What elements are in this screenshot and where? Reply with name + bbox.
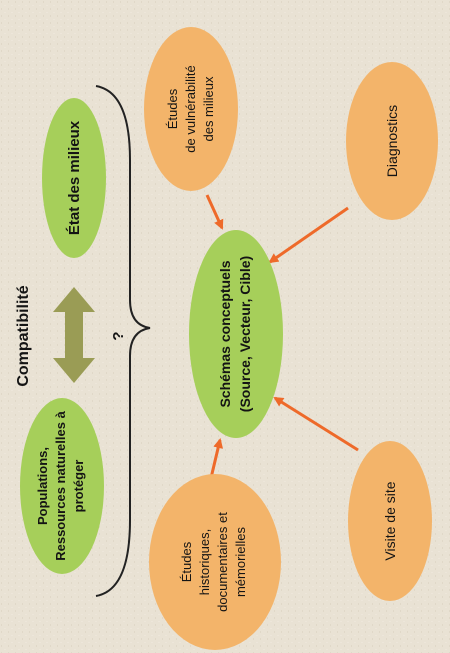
- label-center: Schémas conceptuels (Source, Vecteur, Ci…: [217, 256, 253, 412]
- label-etat-milieux: État des milieux: [66, 120, 83, 235]
- svg-text:Diagnostics: Diagnostics: [384, 105, 400, 177]
- node-diagnostics: [346, 62, 438, 220]
- node-visite-site: [348, 441, 432, 601]
- label-etudes-historiques: Études historiques, documentaires et mém…: [179, 512, 248, 612]
- node-etat-milieux: [42, 98, 106, 258]
- svg-text:des milieux: des milieux: [201, 76, 216, 142]
- node-etudes-historiques: [149, 474, 281, 650]
- svg-text:protéger: protéger: [71, 460, 86, 513]
- label-populations: Populations, Ressources naturelles à pro…: [35, 410, 86, 560]
- svg-text:documentaires et: documentaires et: [215, 512, 230, 612]
- label-question-mark: ?: [110, 331, 127, 340]
- arrow-diagnostics-to-center: [268, 206, 349, 264]
- svg-text:Études: Études: [165, 88, 180, 129]
- label-visite-site: Visite de site: [382, 481, 398, 560]
- node-populations: [20, 398, 104, 574]
- label-etudes-vulnerabilite: Études de vulnérabilité des milieux: [165, 65, 216, 152]
- node-etudes-vulnerabilite: [144, 27, 238, 191]
- svg-text:historiques,: historiques,: [197, 529, 212, 595]
- label-compatibilite: Compatibilité: [15, 285, 32, 386]
- compatibility-double-arrow: [53, 287, 95, 383]
- svg-text:Visite de site: Visite de site: [382, 481, 398, 560]
- svg-text:?: ?: [110, 331, 127, 340]
- arrow-vulnerabilite-to-center: [205, 194, 224, 230]
- svg-text:État des milieux: État des milieux: [66, 120, 83, 235]
- svg-text:mémorielles: mémorielles: [233, 526, 248, 597]
- svg-text:(Source, Vecteur, Cible): (Source, Vecteur, Cible): [237, 256, 253, 412]
- label-diagnostics: Diagnostics: [384, 105, 400, 177]
- svg-text:Compatibilité: Compatibilité: [15, 285, 32, 386]
- svg-text:Populations,: Populations,: [35, 447, 50, 525]
- arrow-visite-to-center: [273, 396, 359, 452]
- arrow-historiques-to-center: [209, 438, 224, 479]
- svg-text:de vulnérabilité: de vulnérabilité: [183, 65, 198, 152]
- node-center: [189, 230, 283, 438]
- svg-text:Ressources naturelles à: Ressources naturelles à: [53, 410, 68, 560]
- curly-bracket: [95, 85, 151, 597]
- svg-text:Études: Études: [179, 541, 194, 582]
- svg-text:Schémas conceptuels: Schémas conceptuels: [217, 260, 233, 407]
